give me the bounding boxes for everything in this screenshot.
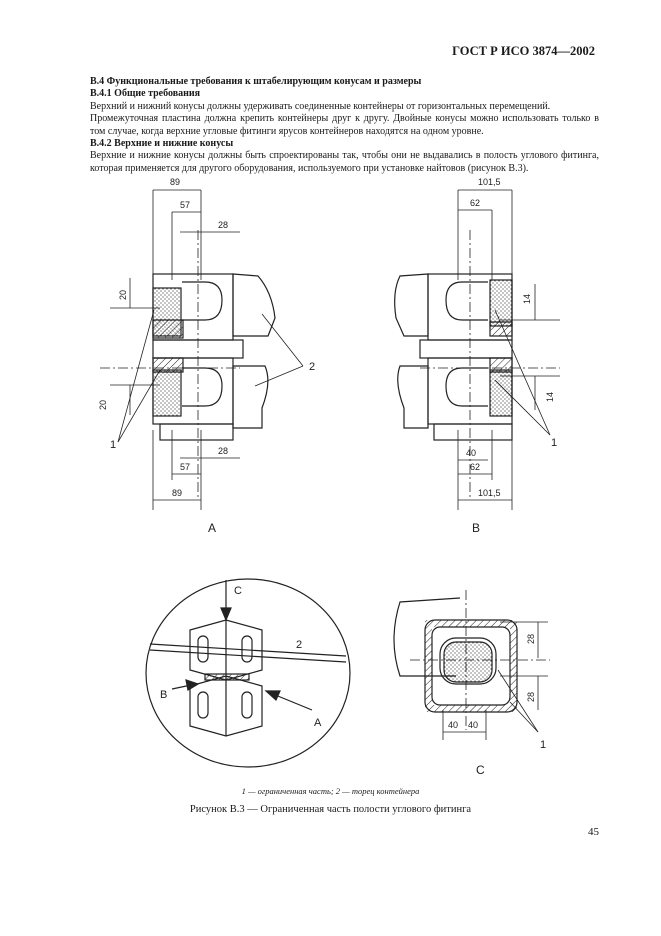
figure-b3: 89 57 28 28 57 89 20 20 1 2 A (0, 170, 661, 810)
body-text: В.4 Функциональные требования к штабелир… (90, 76, 599, 175)
legend-item-2: 2 — торец контейнера (335, 786, 420, 796)
technical-drawing: 89 57 28 28 57 89 20 20 1 2 A (98, 177, 560, 777)
arrow-label-c: C (234, 585, 242, 597)
dim-b-40: 40 (466, 448, 476, 458)
view-a-labels: 89 57 28 28 57 89 20 20 1 2 A (98, 177, 315, 535)
dim-a-57-bottom: 57 (180, 462, 190, 472)
arrow-label-b: B (160, 689, 167, 701)
heading-b42: В.4.2 Верхние и нижние конусы (90, 138, 234, 150)
perspective-view (145, 578, 351, 768)
paragraph-1: Верхний и нижний конусы должны удерживат… (90, 100, 551, 112)
dim-b-14-top: 14 (522, 294, 532, 304)
perspective-labels: C B A 2 (160, 585, 322, 729)
paragraph-2: Промежуточная пластина должна крепить ко… (90, 113, 599, 137)
document-header: ГОСТ Р ИСО 3874—2002 (452, 44, 595, 58)
label-p-2: 2 (296, 639, 302, 651)
legend-item-1: 1 — ограниченная часть; (241, 786, 334, 796)
heading-b41: В.4.1 Общие требования (90, 88, 201, 100)
dim-a-89-bottom: 89 (172, 488, 182, 498)
dim-b-1015-top: 101,5 (478, 177, 501, 187)
dim-a-20-top: 20 (118, 290, 128, 300)
dim-a-28-bottom: 28 (218, 446, 228, 456)
figure-legend: 1 — ограниченная часть; 2 — торец контей… (0, 786, 661, 796)
view-b-labels: 101,5 62 40 62 101,5 14 14 1 B (466, 177, 557, 535)
dim-c-28-top: 28 (526, 634, 536, 644)
label-c-1: 1 (540, 739, 546, 751)
view-label-c: C (476, 763, 485, 777)
view-c-labels: 28 28 40 40 1 C (448, 634, 546, 777)
label-a-2: 2 (309, 361, 315, 373)
dim-a-20-bottom: 20 (98, 400, 108, 410)
heading-b4: В.4 Функциональные требования к штабелир… (90, 76, 422, 87)
dim-a-57-top: 57 (180, 200, 190, 210)
arrow-label-a: A (314, 717, 322, 729)
dim-c-40-left: 40 (448, 720, 458, 730)
dim-c-40-right: 40 (468, 720, 478, 730)
paragraph-3: Верхние и нижние конусы должны быть спро… (90, 150, 599, 174)
view-label-a: A (208, 521, 216, 535)
figure-caption: Рисунок В.3 — Ограниченная часть полости… (189, 804, 472, 815)
dim-a-28-top: 28 (218, 220, 228, 230)
dim-b-62-top: 62 (470, 198, 480, 208)
label-b-1: 1 (551, 437, 557, 449)
dim-a-89-top: 89 (170, 177, 180, 187)
dim-b-62-bottom: 62 (470, 462, 480, 472)
view-b (394, 189, 560, 510)
dim-b-1015-bottom: 101,5 (478, 488, 501, 498)
view-c (393, 590, 550, 740)
dim-b-14-bottom: 14 (545, 392, 555, 402)
label-a-1: 1 (110, 439, 116, 451)
page-number: 45 (588, 826, 599, 838)
dim-c-28-bottom: 28 (526, 692, 536, 702)
view-label-b: B (472, 521, 480, 535)
view-a (100, 189, 304, 510)
